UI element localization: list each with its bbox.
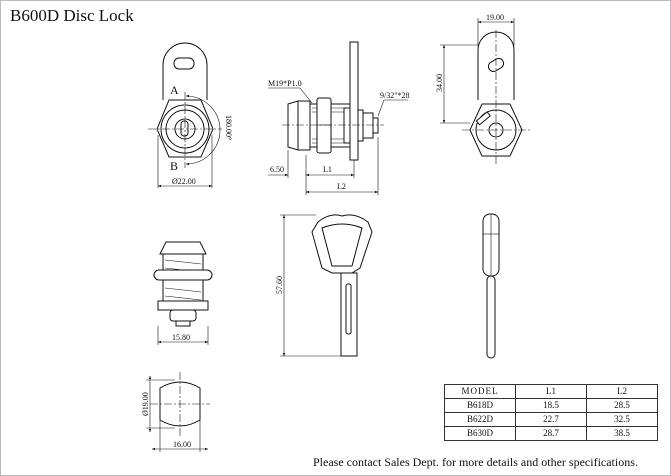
cutout-diameter-dimension: Ø19.00 xyxy=(141,392,150,416)
l2-dimension: L2 xyxy=(337,182,346,191)
l1-dimension: L1 xyxy=(323,165,332,174)
cell-l1: 28.7 xyxy=(515,426,587,441)
rear-width-dimension: 19.00 xyxy=(486,13,504,22)
offset-dimension: 6.50 xyxy=(270,165,284,174)
top-width-dimension: 15.80 xyxy=(172,333,190,342)
rear-height-dimension: 34.00 xyxy=(435,74,444,92)
cell-model: B630D xyxy=(444,426,516,441)
diameter-dimension: Ø22.00 xyxy=(172,177,196,186)
cutout-width-dimension: 16.00 xyxy=(173,440,191,449)
table-header-row: MODEL L1 L2 xyxy=(444,384,658,399)
thread-spec: M19*P1.0 xyxy=(268,79,302,88)
header-model: MODEL xyxy=(444,384,516,399)
cell-l1: 18.5 xyxy=(515,398,587,413)
cell-l1: 22.7 xyxy=(515,412,587,427)
cell-l2: 32.5 xyxy=(586,412,658,427)
cell-model: B618D xyxy=(444,398,516,413)
screw-spec: 9/32"*28 xyxy=(380,91,410,100)
rear-view: 19.00 34.00 xyxy=(435,13,530,165)
drawing-title: B600D Disc Lock xyxy=(10,6,134,25)
key-view: 57.60 xyxy=(275,214,373,357)
cell-l2: 28.5 xyxy=(586,398,658,413)
top-view: 15.80 xyxy=(153,241,213,345)
table-row: B630D 28.7 38.5 xyxy=(444,426,658,441)
angle-dimension: 180.00° xyxy=(224,115,233,140)
cell-model: B622D xyxy=(444,412,516,427)
header-l1: L1 xyxy=(515,384,587,399)
contact-note: Please contact Sales Dept. for more deta… xyxy=(313,455,638,469)
header-l2: L2 xyxy=(586,384,658,399)
side-view: M19*P1.0 9/32"*28 6.50 L1 L2 xyxy=(268,41,410,195)
label-a: A xyxy=(170,83,179,97)
table-row: B622D 22.7 32.5 xyxy=(444,412,658,427)
spec-table: MODEL L1 L2 B618D 18.5 28.5 B622D 22.7 3… xyxy=(444,384,658,441)
label-b: B xyxy=(170,159,178,173)
table-row: B618D 18.5 28.5 xyxy=(444,398,658,413)
cell-l2: 38.5 xyxy=(586,426,658,441)
key-side-view xyxy=(482,213,500,359)
cutout-view: Ø19.00 16.00 xyxy=(141,372,210,452)
key-length-dimension: 57.60 xyxy=(275,276,284,294)
front-view: A B 180.00° Ø22.00 xyxy=(148,42,233,188)
